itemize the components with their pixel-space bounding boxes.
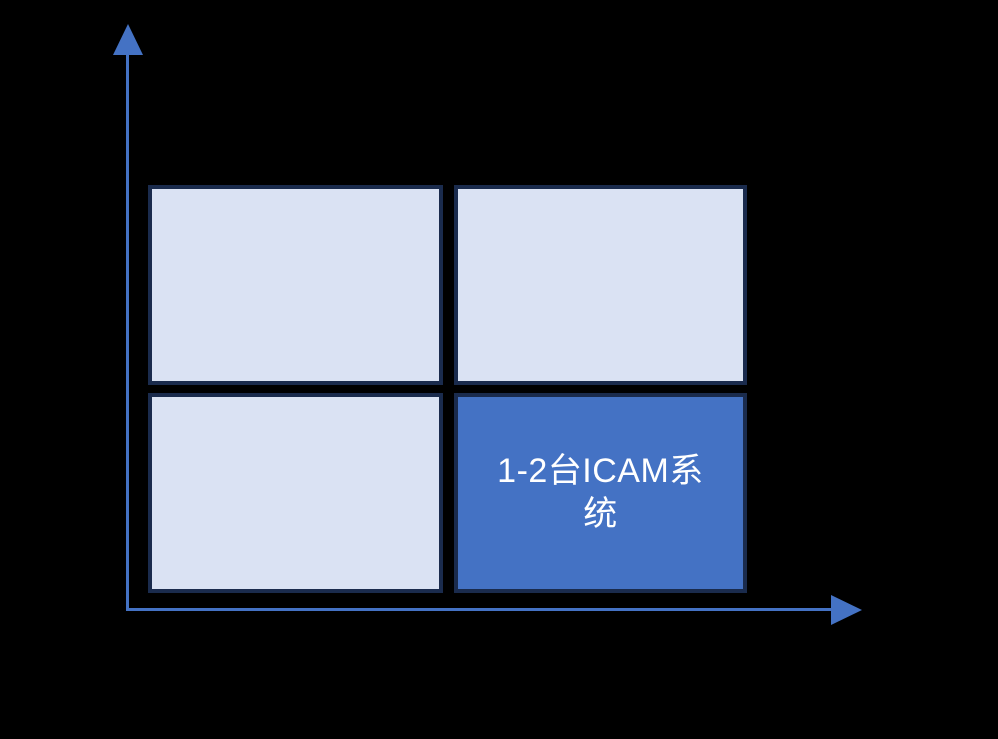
- arrow-up-icon: [113, 24, 143, 55]
- x-axis-line: [126, 608, 834, 611]
- quadrant-bottom-left: [148, 393, 443, 593]
- quadrant-bottom-right: 1-2台ICAM系 统: [454, 393, 747, 593]
- quadrant-top-left: [148, 185, 443, 385]
- quadrant-top-right: [454, 185, 747, 385]
- y-axis-line: [126, 48, 129, 610]
- quadrant-label-line-2: 统: [583, 495, 618, 533]
- quadrant-label-line-1: 1-2台ICAM系: [497, 452, 704, 490]
- arrow-right-icon: [831, 595, 862, 625]
- quadrant-label: 1-2台ICAM系 统: [497, 450, 704, 536]
